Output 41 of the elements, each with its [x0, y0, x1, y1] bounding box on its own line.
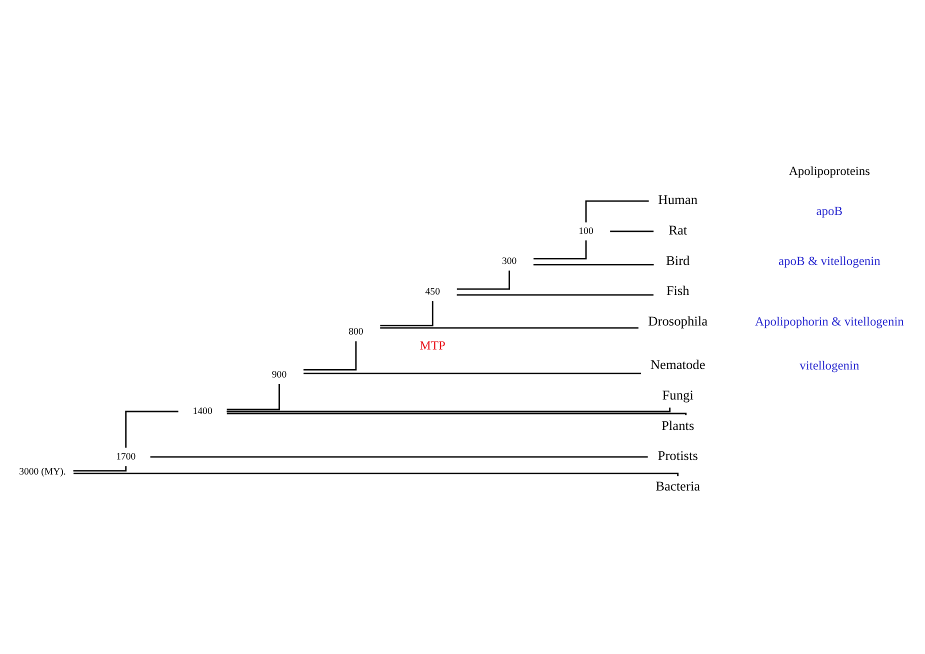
connector	[533, 264, 654, 266]
node-text: Bird	[666, 252, 690, 268]
node-text: Drosophila	[648, 313, 708, 328]
node-text: Rat	[668, 222, 688, 238]
connector	[74, 472, 679, 477]
node-text: Protists	[658, 448, 698, 464]
node-text: 3000 (MY).	[19, 466, 66, 478]
node-text: Fungi	[662, 387, 694, 402]
node-text: Plants	[662, 418, 694, 433]
node-text: Nematode	[650, 357, 706, 372]
node-text: 100	[578, 226, 594, 237]
label: vitellogenin	[800, 358, 860, 372]
connector	[304, 372, 642, 374]
node-text: 900	[272, 369, 287, 380]
connector	[125, 410, 178, 448]
label: MTP	[420, 338, 446, 353]
connector	[456, 270, 510, 290]
node-text: 800	[348, 326, 364, 338]
label: apoB	[816, 204, 843, 218]
connector	[226, 412, 687, 416]
node-text: Bacteria	[656, 478, 700, 494]
label: apoB & vitellogenin	[778, 254, 880, 268]
node-text: 450	[425, 286, 440, 298]
connector	[456, 294, 654, 296]
node-text: 1700	[116, 451, 136, 462]
connector	[304, 341, 357, 370]
connector	[585, 200, 649, 222]
connector	[380, 301, 434, 326]
label: Apolipoproteins	[788, 164, 870, 178]
connector	[226, 408, 671, 412]
node-text: 1400	[192, 406, 212, 417]
connector	[226, 384, 280, 410]
node-text: 300	[502, 256, 517, 268]
node-text: Fish	[666, 283, 690, 298]
node-text: Human	[658, 192, 698, 208]
connector	[73, 466, 127, 472]
connector	[380, 327, 638, 329]
label: Apolipophorin & vitellogenin	[754, 314, 904, 329]
connector	[150, 456, 648, 458]
connector	[610, 230, 654, 232]
connector	[534, 240, 587, 260]
